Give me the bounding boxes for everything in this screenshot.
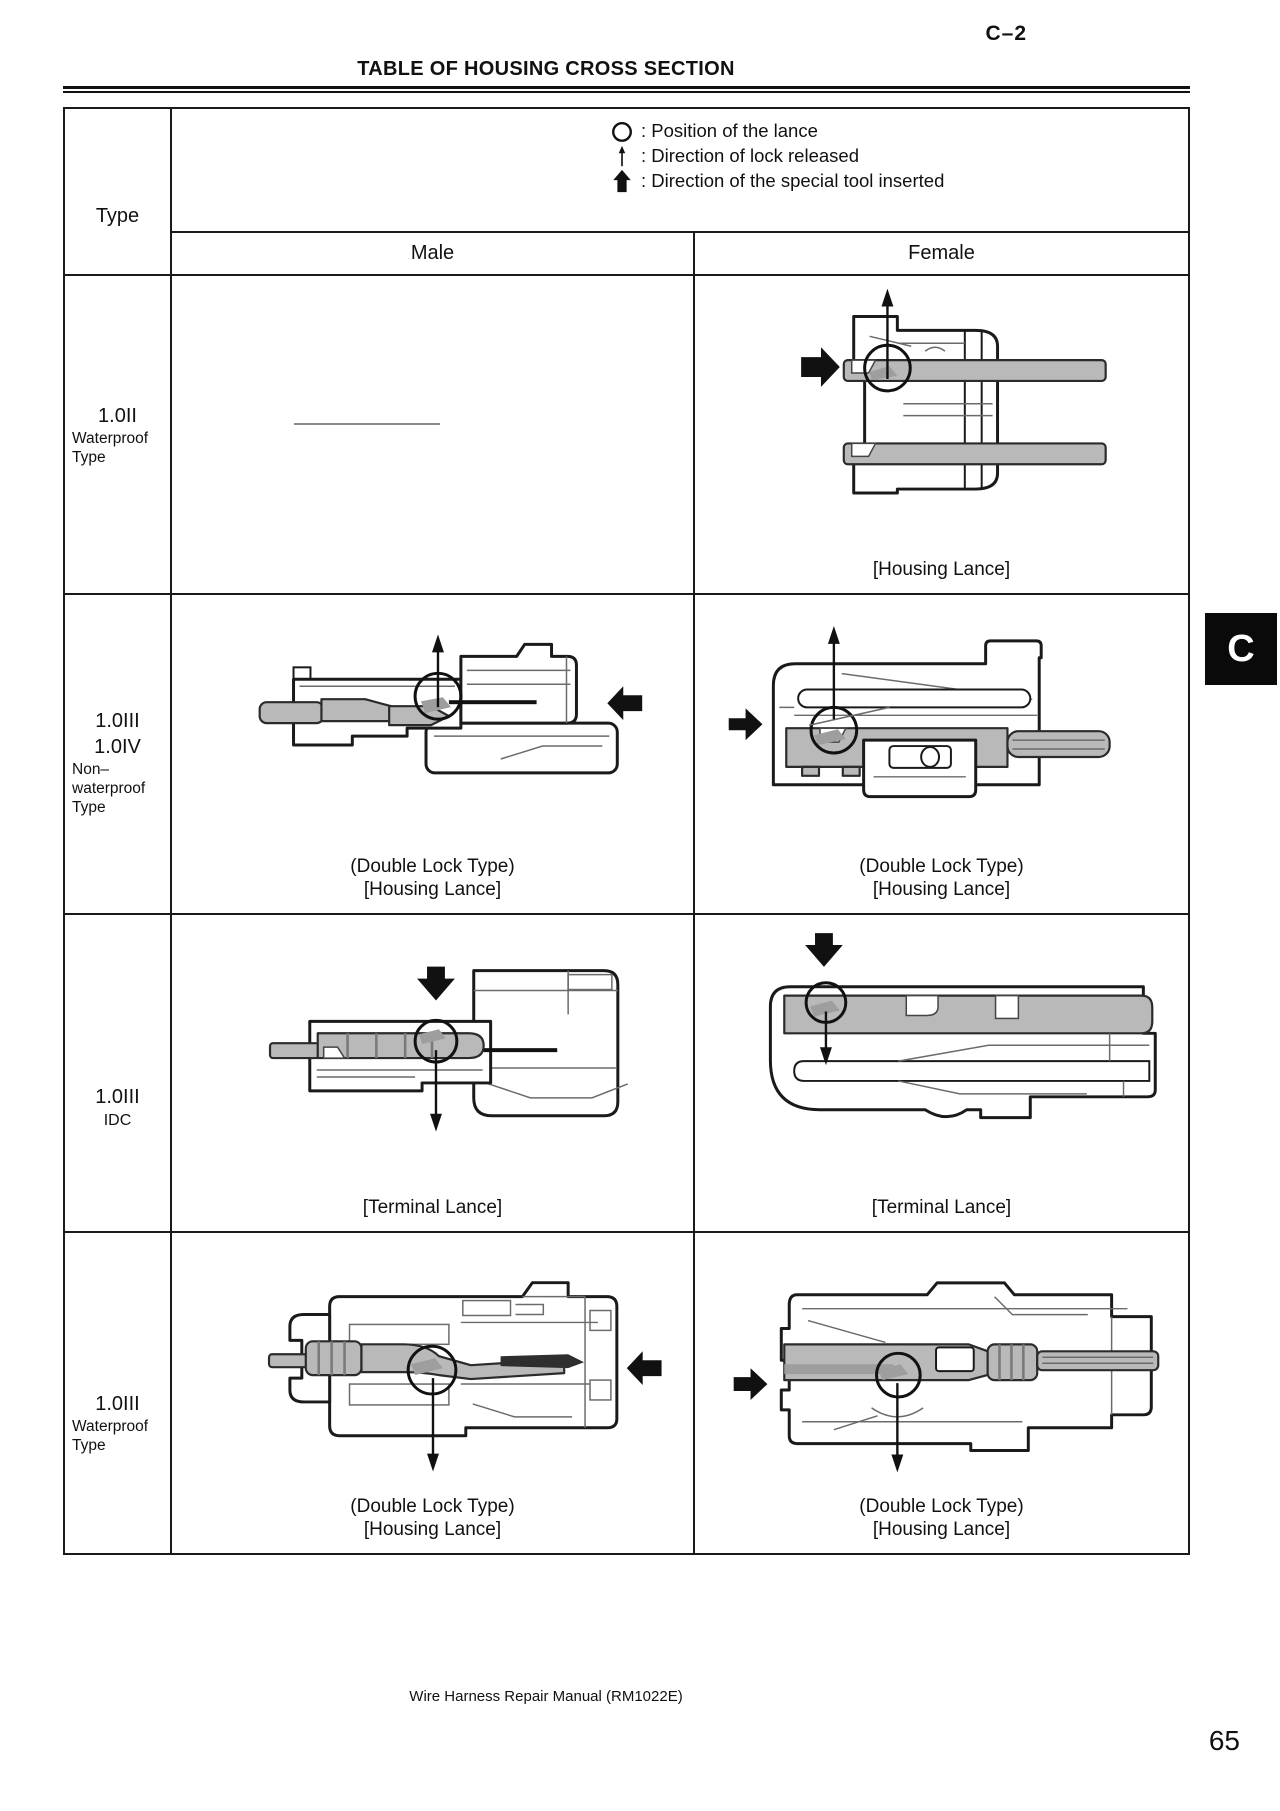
wire: [1006, 730, 1111, 759]
thin-down-arrow-icon: [819, 1047, 832, 1066]
female-housing-diagram-2: [728, 626, 1111, 799]
wire: [258, 701, 325, 725]
female-housing-diagram-3: [768, 933, 1157, 1120]
legend-item-lock: : Direction of lock released: [610, 143, 944, 168]
row-1-type-cell: 1.0II Waterproof Type: [65, 276, 172, 595]
type-header-label: Type: [95, 205, 140, 227]
legend-lance-text: : Position of the lance: [641, 119, 818, 141]
row-4-male-caption: (Double Lock Type) [Housing Lance]: [350, 1496, 515, 1540]
row-1-subtype: Type: [72, 448, 106, 466]
row-1-type: 1.0II: [98, 404, 137, 427]
page-title: TABLE OF HOUSING CROSS SECTION: [357, 58, 735, 80]
row-1-male-cell: [172, 276, 695, 595]
row-1-subtype: Waterproof: [72, 429, 149, 447]
thin-down-arrow-icon: [891, 1454, 904, 1473]
row-4-type: 1.0III: [95, 1393, 140, 1415]
seal: [304, 1340, 363, 1377]
row-1-female-cell: [Housing Lance]: [695, 276, 1188, 595]
row-4-type-cell: 1.0III Waterproof Type: [65, 1233, 172, 1553]
row-4-male-cell: (Double Lock Type) [Housing Lance]: [172, 1233, 695, 1553]
row-2-subtype: Type: [72, 798, 106, 816]
row-4-female-cell: (Double Lock Type) [Housing Lance]: [695, 1233, 1188, 1553]
housing-cross-section-table: Type : Position of the lance : Direction…: [63, 107, 1190, 1555]
row-3-female-cell: [Terminal Lance]: [695, 915, 1188, 1233]
legend: : Position of the lance : Direction of l…: [610, 118, 944, 193]
row-3-male-caption: [Terminal Lance]: [362, 1197, 503, 1218]
manual-footer: Wire Harness Repair Manual (RM1022E): [409, 1688, 683, 1705]
legend-lock-text: : Direction of lock released: [641, 144, 859, 166]
thin-down-arrow-icon: [430, 1113, 442, 1132]
row-3-type: 1.0III: [95, 1086, 140, 1108]
thin-up-arrow-icon: [618, 145, 626, 166]
legend-item-tool: : Direction of the special tool inserted: [610, 168, 944, 193]
thick-right-arrow-icon: [801, 347, 840, 387]
row-2-male-cell: (Double Lock Type) [Housing Lance]: [172, 595, 695, 915]
row-3-subtype: IDC: [103, 1112, 132, 1129]
female-header-cell: Female: [695, 233, 1188, 276]
legend-item-lance: : Position of the lance: [610, 118, 944, 143]
thick-right-arrow-icon: [728, 708, 763, 741]
row-3-type-cell: 1.0III IDC: [65, 915, 172, 1233]
row-4-female-caption: (Double Lock Type) [Housing Lance]: [859, 1496, 1024, 1540]
row-2-subtype: waterproof: [72, 779, 146, 797]
row-4-subtype: Type: [72, 1437, 106, 1454]
thick-right-arrow-icon: [733, 1368, 768, 1400]
row-1-female-caption: [Housing Lance]: [872, 559, 1011, 580]
wire: [267, 1353, 312, 1369]
section-code: C–2: [985, 22, 1027, 45]
row-2-type-cell: 1.0III 1.0IV Non– waterproof Type: [65, 595, 172, 915]
row-4-subtype: Waterproof: [72, 1418, 149, 1435]
thin-up-arrow-icon: [881, 288, 894, 307]
title-rule: [63, 86, 1190, 93]
row-3-male-cell: [Terminal Lance]: [172, 915, 695, 1233]
page-number: 65: [1208, 1725, 1240, 1756]
male-housing-diagram-4: [267, 1281, 662, 1472]
section-side-tab: C: [1205, 613, 1277, 685]
thick-left-arrow-icon: [626, 1351, 662, 1386]
female-housing-diagram-1: [801, 288, 1107, 495]
female-header-label: Female: [908, 242, 975, 264]
male-header-cell: Male: [172, 233, 695, 276]
thick-left-arrow-icon: [607, 686, 643, 721]
legend-cell: : Position of the lance : Direction of l…: [172, 109, 1188, 233]
male-housing-diagram-2: [258, 634, 643, 775]
row-2-type: 1.0IV: [94, 735, 141, 758]
row-2-female-cell: (Double Lock Type) [Housing Lance]: [695, 595, 1188, 915]
thin-up-arrow-icon: [432, 634, 444, 653]
thick-up-arrow-icon: [613, 169, 631, 192]
row-3-female-caption: [Terminal Lance]: [871, 1197, 1012, 1218]
male-housing-diagram-3: [268, 966, 629, 1132]
male-header-label: Male: [410, 242, 455, 264]
lance-circle-icon: [612, 121, 632, 142]
wire: [268, 1042, 320, 1060]
thin-down-arrow-icon: [427, 1453, 439, 1472]
row-2-female-caption: (Double Lock Type) [Housing Lance]: [859, 856, 1024, 900]
thick-down-arrow-icon: [805, 933, 843, 967]
row-2-male-caption: (Double Lock Type) [Housing Lance]: [350, 856, 515, 900]
legend-tool-text: : Direction of the special tool inserted: [641, 169, 945, 191]
female-housing-diagram-4: [733, 1281, 1160, 1473]
row-2-type: 1.0III: [95, 709, 140, 732]
row-2-subtype: Non–: [72, 760, 110, 778]
wire: [1036, 1350, 1160, 1372]
empty-cell-dash: [294, 423, 440, 425]
thick-down-arrow-icon: [417, 966, 455, 1001]
type-header-cell: Type: [65, 109, 172, 276]
thin-up-arrow-icon: [827, 626, 840, 644]
